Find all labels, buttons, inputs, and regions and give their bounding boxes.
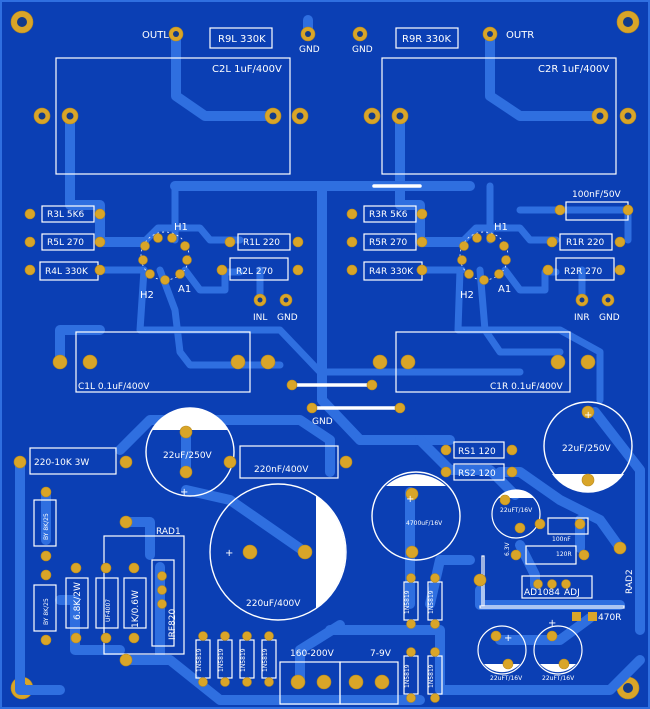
- label-22uft-16v-top: 22uFT/16V: [500, 507, 533, 514]
- label-22uf-250v-right: 22uF/250V: [562, 444, 612, 454]
- plus-220uf: +: [225, 548, 233, 559]
- label-h1-left: H1: [174, 222, 188, 233]
- label-outl: OUTL: [142, 30, 169, 41]
- label-uf4007: UF4007: [105, 599, 112, 622]
- label-r4r: R4R 330K: [369, 267, 414, 277]
- label-6-8k-2w: 6.8K/2W: [73, 582, 83, 620]
- label-c2r: C2R 1uF/400V: [538, 64, 609, 75]
- diode-label-5: 1N5819: [404, 590, 411, 614]
- silkscreen: [29, 27, 629, 705]
- label-c2l: C2L 1uF/400V: [212, 64, 282, 75]
- label-120r: 120R: [556, 551, 572, 558]
- label-220-10k-3w: 220-10K 3W: [34, 458, 89, 468]
- label-irf820: IRF820: [168, 608, 178, 640]
- component-pads: [13, 26, 637, 703]
- diode-label-8: 1N5819: [428, 664, 435, 688]
- diode-label-4: 1N5819: [262, 648, 269, 672]
- label-rad1: RAD1: [156, 527, 181, 537]
- plus-22uf-br: +: [548, 618, 556, 629]
- silkscreen-labels: OUTL R9L 330K GND GND R9R 330K OUTR C2L …: [34, 30, 635, 688]
- label-by-bottom: BY 8K/25: [43, 598, 50, 625]
- label-r1r: R1R 220: [566, 238, 605, 248]
- label-inl: INL: [253, 313, 267, 323]
- diode-label-6: 1N5819: [428, 590, 435, 614]
- label-r9r: R9R 330K: [402, 34, 452, 45]
- label-r5r: R5R 270: [369, 238, 408, 248]
- label-by-top: BY 8K/25: [43, 513, 50, 540]
- label-rs1: RS1 120: [458, 447, 496, 457]
- label-h2-right: H2: [460, 290, 474, 301]
- label-4700uf: 4700uF/16V: [406, 520, 443, 527]
- label-c1l: C1L 0.1uF/400V: [78, 382, 150, 392]
- label-c1r: C1R 0.1uF/400V: [490, 382, 564, 392]
- label-r2l: R2L 270: [236, 267, 273, 277]
- diode-label-2: 1N5819: [218, 648, 225, 672]
- label-gnd-mid: GND: [312, 417, 333, 427]
- label-a1-left: A1: [178, 284, 191, 295]
- label-22uft-16v-br: 22uFT/16V: [542, 675, 575, 682]
- label-inr: INR: [574, 313, 590, 323]
- plus-22uf-right: +: [584, 410, 592, 421]
- label-ad1084: AD1084: [524, 588, 560, 598]
- label-gnd-top-left: GND: [299, 45, 320, 55]
- label-220nf-400v: 220nF/400V: [254, 465, 309, 475]
- label-gnd-inl: GND: [277, 313, 298, 323]
- label-r2r: R2R 270: [564, 267, 603, 277]
- label-rs2: RS2 120: [458, 469, 496, 479]
- label-r3l: R3L 5K6: [47, 210, 84, 220]
- label-100nf: 100nF: [552, 536, 571, 543]
- diode-label-1: 1N5819: [196, 648, 203, 672]
- label-22uf-250v-left: 22uF/250V: [163, 451, 213, 461]
- label-outr: OUTR: [506, 30, 534, 41]
- label-rad2: RAD2: [625, 569, 635, 594]
- label-h1-right: H1: [494, 222, 508, 233]
- label-6-3v: 6.3V: [504, 541, 511, 556]
- diode-label-3: 1N5819: [240, 648, 247, 672]
- plus-22uf-left: +: [180, 487, 188, 498]
- label-h2-left: H2: [140, 290, 154, 301]
- label-adj: ADJ: [564, 588, 580, 598]
- diode-label-7: 1N5819: [404, 664, 411, 688]
- copper-traces: [15, 15, 645, 705]
- label-220uf-400v: 220uF/400V: [246, 599, 301, 609]
- label-r1l: R1L 220: [243, 238, 280, 248]
- label-1k-0-6w: 1K/0.6W: [131, 590, 141, 628]
- label-r5l: R5L 270: [47, 238, 84, 248]
- label-a1-right: A1: [498, 284, 511, 295]
- label-r3r: R3R 5K6: [369, 210, 408, 220]
- plus-4700uf: +: [406, 494, 414, 505]
- label-gnd-inr: GND: [599, 313, 620, 323]
- label-7-9v: 7-9V: [370, 649, 392, 659]
- label-r9l: R9L 330K: [218, 34, 266, 45]
- label-r4l: R4L 330K: [45, 267, 89, 277]
- label-22uft-16v-bl: 22uFT/16V: [490, 675, 523, 682]
- label-gnd-top-right: GND: [352, 45, 373, 55]
- wire-jumpers: [290, 184, 422, 410]
- label-160-200v: 160-200V: [290, 649, 335, 659]
- label-470r: 470R: [598, 613, 621, 623]
- label-100nf-50v: 100nF/50V: [572, 190, 622, 200]
- plus-22uf-bl: +: [504, 633, 512, 644]
